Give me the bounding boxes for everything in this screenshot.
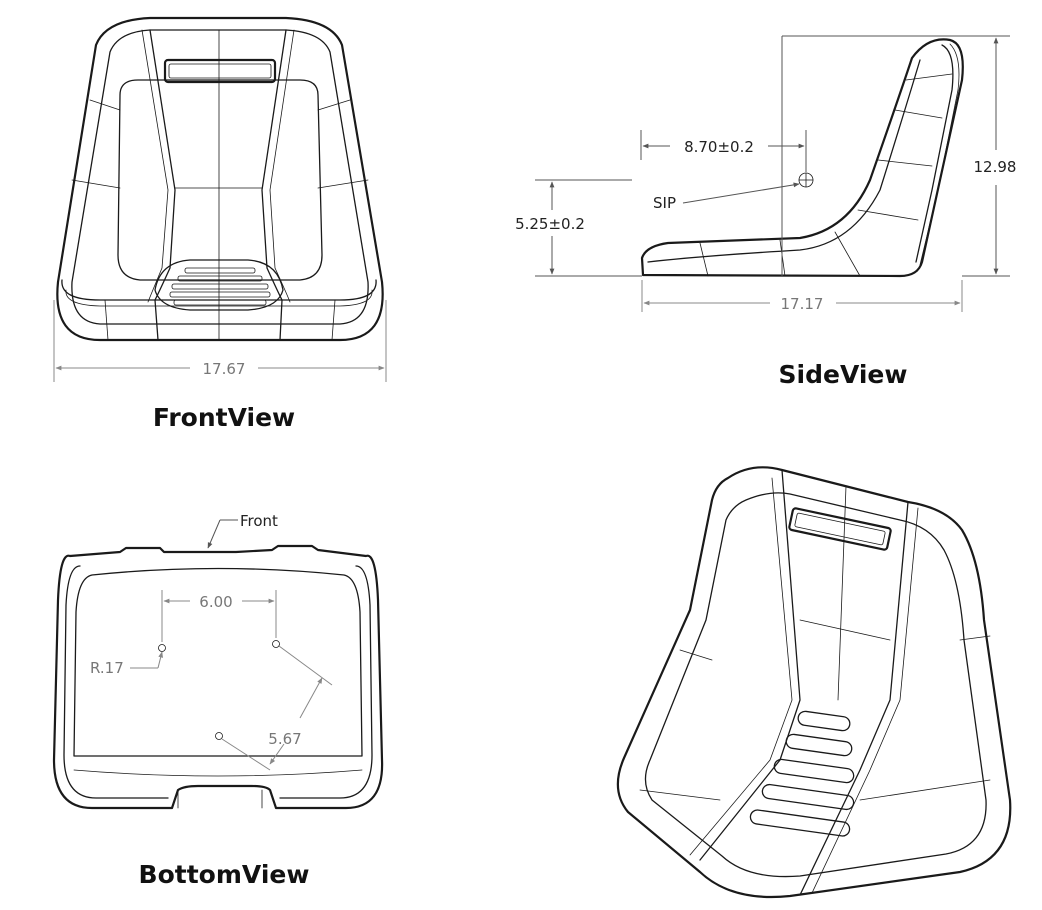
front-width-dimension: 17.67: [53, 300, 387, 382]
isometric-view: [616, 466, 1012, 899]
side-view: 12.98 8.70±0.2 5.25±0.2 SIP 17.17 SideVi…: [515, 35, 1017, 389]
front-view: 17.67 FrontView: [53, 16, 387, 432]
side-dimensions: 12.98 8.70±0.2 5.25±0.2 SIP 17.17: [515, 35, 1017, 313]
diagonal-label: 5.67: [268, 730, 301, 748]
side-view-seat: [640, 38, 964, 278]
sip-height-label: 5.25±0.2: [515, 215, 585, 233]
sip-label: SIP: [653, 194, 676, 212]
overall-height-label: 12.98: [974, 158, 1017, 176]
front-view-seat: [56, 16, 384, 342]
front-view-vents: [169, 267, 271, 306]
hole-spacing-label: 6.00: [199, 593, 232, 611]
side-view-title: SideView: [779, 360, 908, 389]
bottom-view-seat: [52, 544, 384, 810]
front-width-label: 17.67: [203, 360, 246, 378]
front-label: Front: [240, 512, 278, 530]
bottom-view-title: BottomView: [139, 860, 310, 889]
bottom-view: 6.00 R.17 5.67 Front BottomView: [52, 512, 384, 889]
bottom-dimensions: 6.00 R.17 5.67 Front: [90, 512, 333, 771]
front-view-title: FrontView: [153, 403, 295, 432]
hole-radius-label: R.17: [90, 659, 124, 677]
overall-depth-label: 17.17: [781, 295, 824, 313]
sip-horizontal-label: 8.70±0.2: [684, 138, 754, 156]
isometric-vents: [749, 710, 855, 837]
